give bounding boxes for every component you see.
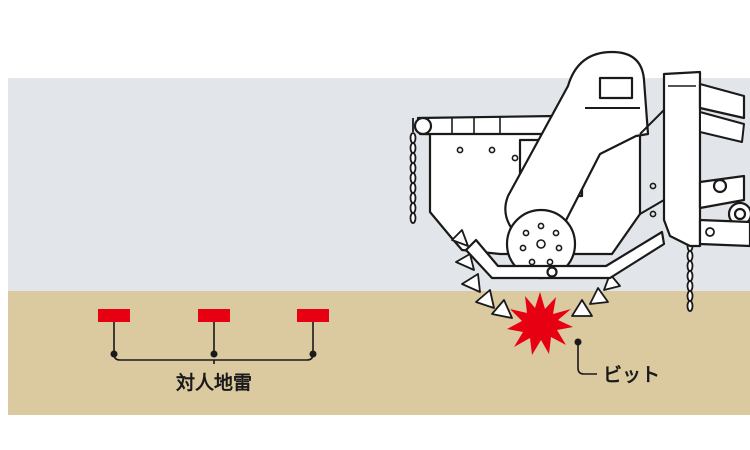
landmine (198, 309, 230, 322)
leader-dots (110, 350, 317, 358)
chain-right (686, 240, 694, 312)
ground-area (8, 291, 750, 415)
landmine (98, 309, 130, 322)
landmine-group (98, 309, 329, 322)
boom-pivot (413, 116, 433, 136)
hydraulic-cylinder (698, 82, 746, 120)
cutter-teeth (451, 229, 621, 319)
right-mast (662, 70, 702, 248)
cutter-blade (464, 230, 666, 280)
demining-machine (409, 50, 750, 319)
chain-left (409, 118, 417, 224)
housing-rivets (456, 146, 657, 218)
arm-slot (598, 76, 634, 100)
bit-leader-dot (574, 338, 582, 346)
landmine (297, 309, 329, 322)
cylinder-pin (712, 178, 728, 194)
gear-bolts (519, 222, 563, 266)
explosion-burst (507, 292, 573, 355)
landmine-label: 対人地雷 (175, 371, 252, 394)
blade-pin (546, 266, 558, 278)
bit-label: ビット (603, 364, 660, 386)
bit-leader (577, 342, 597, 375)
